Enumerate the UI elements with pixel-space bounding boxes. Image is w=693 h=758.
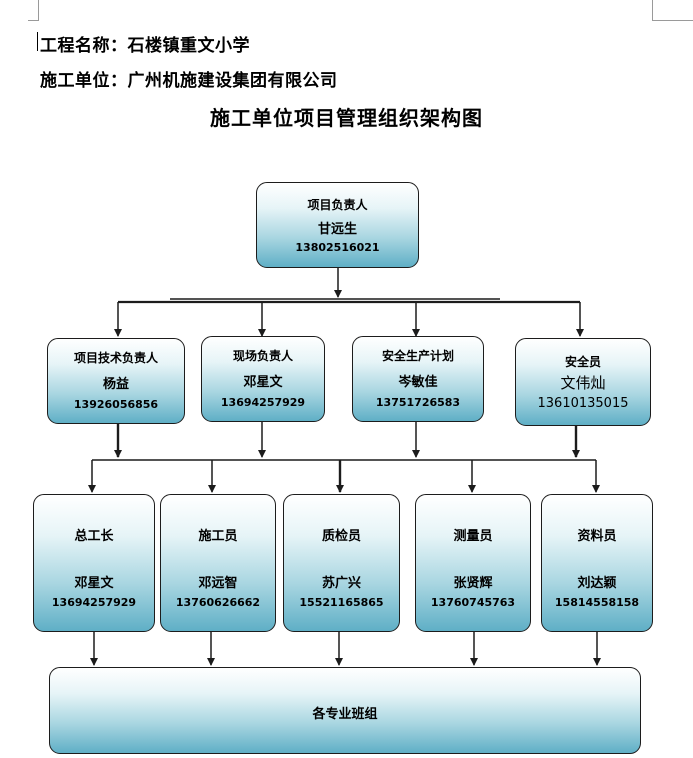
person-name: 邓远智: [198, 576, 238, 591]
role-label: 测量员: [453, 529, 493, 544]
construction-unit-line[interactable]: 施工单位：广州机施建设集团有限公司: [40, 71, 338, 91]
phone-number: 13610135015: [537, 396, 629, 411]
phone-number: 13802516021: [295, 241, 380, 254]
org-box-surveyor[interactable]: 测量员 张贤辉 13760745763: [415, 494, 531, 632]
phone-number: 13694257929: [220, 396, 306, 409]
role-label: 质检员: [321, 529, 361, 544]
role-label: 资料员: [577, 529, 617, 544]
role-label: 项目技术负责人: [73, 351, 158, 365]
org-box-tech-lead[interactable]: 项目技术负责人 杨益 13926056856: [47, 338, 185, 424]
page-corner-mark-left: [28, 0, 39, 21]
org-box-construction-worker[interactable]: 施工员 邓远智 13760626662: [160, 494, 276, 632]
chart-title[interactable]: 施工单位项目管理组织架构图: [210, 106, 483, 130]
phone-number: 13751726583: [375, 396, 461, 409]
phone-number: 13760626662: [175, 596, 261, 609]
role-label: 总工长: [74, 529, 114, 544]
person-name: 岑敏佳: [398, 375, 438, 390]
role-label: 现场负责人: [232, 349, 293, 363]
org-box-safety-officer[interactable]: 安全员 文伟灿 13610135015: [515, 338, 651, 426]
phone-number: 15521165865: [299, 596, 384, 609]
org-box-project-leader[interactable]: 项目负责人 甘远生 13802516021: [256, 182, 419, 268]
org-box-quality-inspector[interactable]: 质检员 苏广兴 15521165865: [283, 494, 400, 632]
team-label: 各专业班组: [312, 707, 378, 722]
role-label: 项目负责人: [307, 198, 368, 212]
person-name: 文伟灿: [560, 374, 606, 392]
org-box-document-clerk[interactable]: 资料员 刘达颖 15814558158: [541, 494, 653, 632]
phone-number: 13694257929: [51, 596, 137, 609]
role-label: 安全生产计划: [381, 349, 454, 363]
person-name: 刘达颖: [577, 576, 617, 591]
role-label: 安全员: [564, 355, 601, 369]
phone-number: 13926056856: [73, 398, 159, 411]
page-corner-mark-right: [652, 0, 693, 21]
person-name: 邓星文: [243, 375, 283, 390]
org-box-safety-plan[interactable]: 安全生产计划 岑敏佳 13751726583: [352, 336, 484, 422]
phone-number: 13760745763: [430, 596, 516, 609]
text-cursor: [37, 32, 38, 51]
org-box-professional-teams[interactable]: 各专业班组: [49, 667, 641, 754]
person-name: 苏广兴: [321, 576, 361, 591]
role-label: 施工员: [198, 529, 238, 544]
org-box-general-foreman[interactable]: 总工长 邓星文 13694257929: [33, 494, 155, 632]
person-name: 甘远生: [317, 222, 357, 237]
phone-number: 15814558158: [554, 596, 640, 609]
person-name: 杨益: [102, 377, 129, 392]
person-name: 张贤辉: [453, 576, 493, 591]
person-name: 邓星文: [74, 576, 114, 591]
org-box-site-lead[interactable]: 现场负责人 邓星文 13694257929: [201, 336, 325, 422]
project-name-line[interactable]: 工程名称：石楼镇重文小学: [40, 36, 250, 56]
